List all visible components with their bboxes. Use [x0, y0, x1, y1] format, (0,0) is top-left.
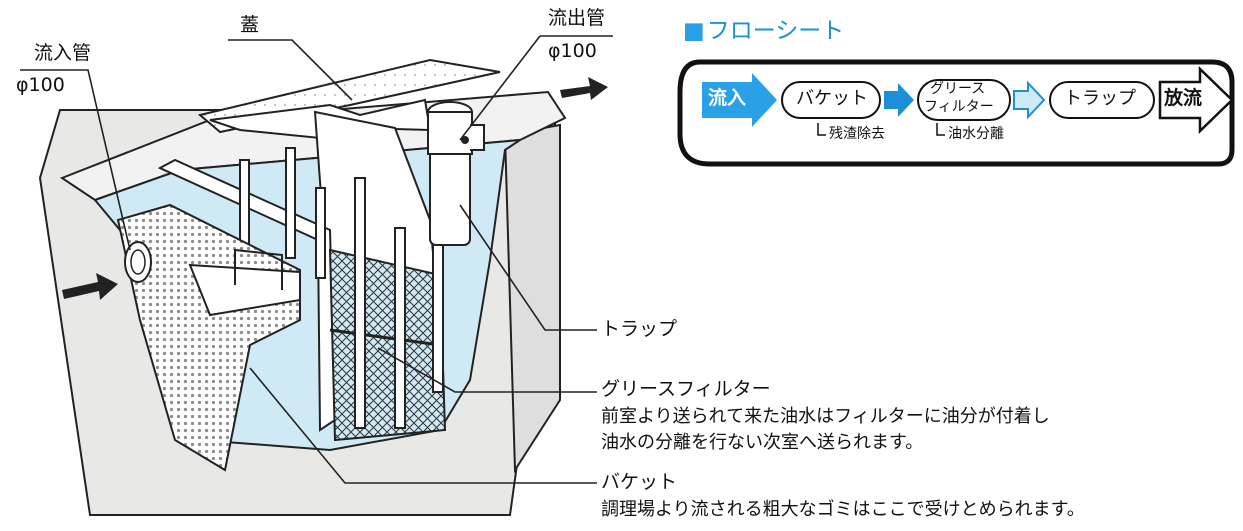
outflow-pipe-label: 流出管	[548, 7, 606, 29]
trap-label: トラップ	[601, 318, 678, 340]
flow-sheet-frame	[677, 59, 1235, 167]
outflow-arrow	[560, 77, 608, 100]
lid-label: 蓋	[240, 14, 260, 36]
flow-step-filter-label-2: フィルター	[924, 99, 994, 115]
outflow-diameter-label: φ100	[548, 40, 597, 62]
flow-step-filter-note: 油水分離	[948, 126, 1004, 142]
inflow-pipe-label: 流入管	[34, 42, 92, 64]
grease-filter-title: グリースフィルター	[601, 378, 771, 400]
flow-step-trap-label: トラップ	[1064, 88, 1136, 109]
inflow-diameter-label: φ100	[16, 74, 65, 96]
flow-start-arrow	[702, 73, 777, 127]
flow-title-text: フローシート	[706, 18, 845, 44]
flow-start-label: 流入	[708, 87, 747, 109]
inflow-arrow	[62, 273, 118, 300]
flow-step-trap-box	[1049, 81, 1155, 119]
leader-lines	[20, 35, 613, 484]
trap-pipe	[427, 101, 485, 246]
flow-arrow-2	[1013, 80, 1046, 120]
inflow-pipe-end	[124, 241, 152, 283]
flow-step-bucket-box	[781, 81, 881, 119]
grease-filter-desc-2: 油水の分離を行ない次室へ送られます。	[601, 432, 924, 453]
flow-end-label: 放流	[1164, 87, 1203, 109]
flow-step-bucket-label: バケット	[796, 88, 868, 109]
bucket-desc: 調理場より流される粗大なゴミはここで受けとめられます。	[601, 499, 1085, 520]
flow-step-bucket-note: 残渣除去	[829, 126, 885, 142]
bucket-basket	[116, 203, 301, 472]
flow-sheet-title: ■フローシート	[683, 20, 844, 43]
flow-title-square-icon: ■	[683, 18, 705, 44]
bucket-title: バケット	[601, 471, 678, 493]
flow-sheet	[677, 59, 1235, 167]
flow-arrow-1	[884, 83, 914, 117]
flow-step-filter-label-1: グリース	[930, 81, 986, 97]
flow-end-arrow	[1158, 66, 1234, 134]
grease-filter-mesh	[239, 147, 447, 442]
flow-step-filter-box	[917, 79, 1011, 121]
grease-filter-desc-1: 前室より送られて来た油水はフィルターに油分が付着し	[601, 406, 1050, 427]
